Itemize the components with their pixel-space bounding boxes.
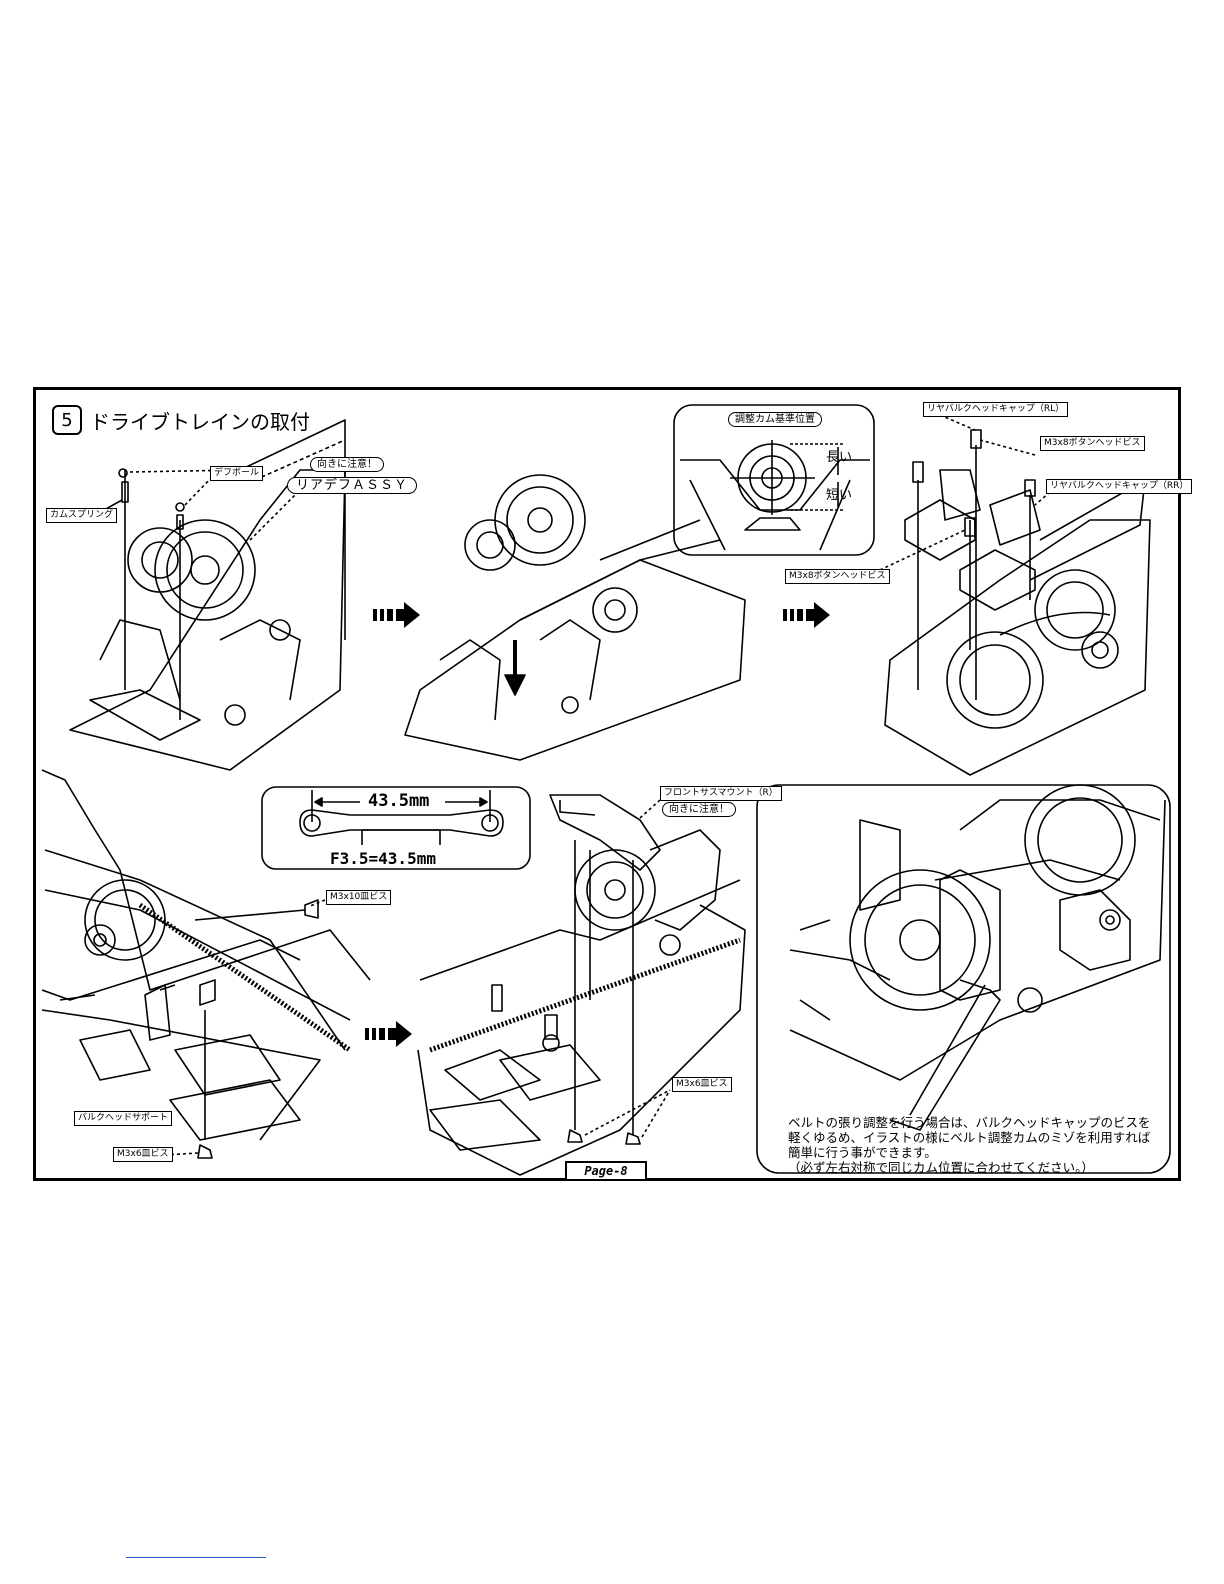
flat-screw-10-tag: M3x10皿ビス: [326, 890, 392, 905]
dimension-formula: F3.5=43.5mm: [330, 849, 436, 868]
page-number: Page-8: [565, 1161, 647, 1181]
panel1-chassis: [69, 419, 346, 771]
bulkhead-cap-rr-tag: リヤバルクヘッドキャップ（RR）: [1046, 479, 1193, 494]
dimension-diagram: [299, 790, 504, 845]
front-sus-mount-tag: フロントサスマウント（R）: [660, 786, 782, 801]
cam-diagram: [680, 440, 870, 551]
footer-rule: [126, 1557, 266, 1558]
dimension-inset-box: [261, 786, 531, 870]
step-header: 5 ドライブトレインの取付: [52, 405, 310, 435]
note-line: 軽くゆるめ、イラストの様にベルト調整カムのミゾを利用すれば: [788, 1130, 1151, 1145]
note-line: 簡単に行う事ができます。: [788, 1145, 937, 1160]
panel5-chassis: [417, 794, 746, 1176]
caution-tag-1: 向きに注意！: [310, 457, 384, 472]
note-line: ベルトの張り調整を行う場合は、バルクヘッドキャップのビスを: [788, 1115, 1151, 1130]
flat-screw-6-tag-right: M3x6皿ビス: [672, 1077, 732, 1092]
cam-spring-tag: カムスプリング: [46, 508, 118, 523]
panel4-chassis: [41, 769, 371, 1159]
rear-diff-assy-tag: リアデフＡＳＳＹ: [287, 477, 418, 494]
cam-reference-title: 調整カム基準位置: [728, 412, 822, 427]
bulkhead-support-tag: バルクヘッドサポート: [74, 1111, 173, 1126]
note-line: （必ず左右対称で同じカム位置に合わせてください。）: [788, 1160, 1094, 1175]
process-arrow-1: [373, 602, 420, 628]
button-screw-top-tag: M3x8ボタンヘッドビス: [1040, 436, 1145, 451]
cam-short-label: 短い: [826, 488, 853, 503]
bulkhead-cap-rl-tag: リヤバルクヘッドキャップ（RL）: [923, 402, 1069, 417]
process-arrow-3: [365, 1021, 412, 1047]
flat-screw-6-tag-left: M3x6皿ビス: [113, 1147, 173, 1162]
panel3-chassis: [879, 414, 1151, 776]
step-title: ドライブトレインの取付: [90, 409, 310, 434]
belt-teeth-4: [138, 902, 352, 1053]
panel2-chassis: [404, 474, 746, 761]
cam-long-label: 長い: [826, 450, 853, 465]
diff-ball-tag: デフボール: [210, 466, 264, 481]
step-number: 5: [52, 405, 82, 435]
belt-adjust-note: ベルトの張り調整を行う場合は、バルクヘッドキャップのビスを 軽くゆるめ、イラスト…: [788, 1115, 1151, 1175]
dimension-value: 43.5mm: [368, 791, 430, 811]
caution-tag-2: 向きに注意！: [662, 802, 736, 817]
panel6-assembly: [789, 784, 1166, 1131]
cam-inset-box: [673, 404, 875, 556]
button-screw-left-tag: M3x8ボタンヘッドビス: [785, 569, 890, 584]
process-arrow-2: [783, 602, 830, 628]
belt-adjust-inset: [756, 784, 1171, 1174]
